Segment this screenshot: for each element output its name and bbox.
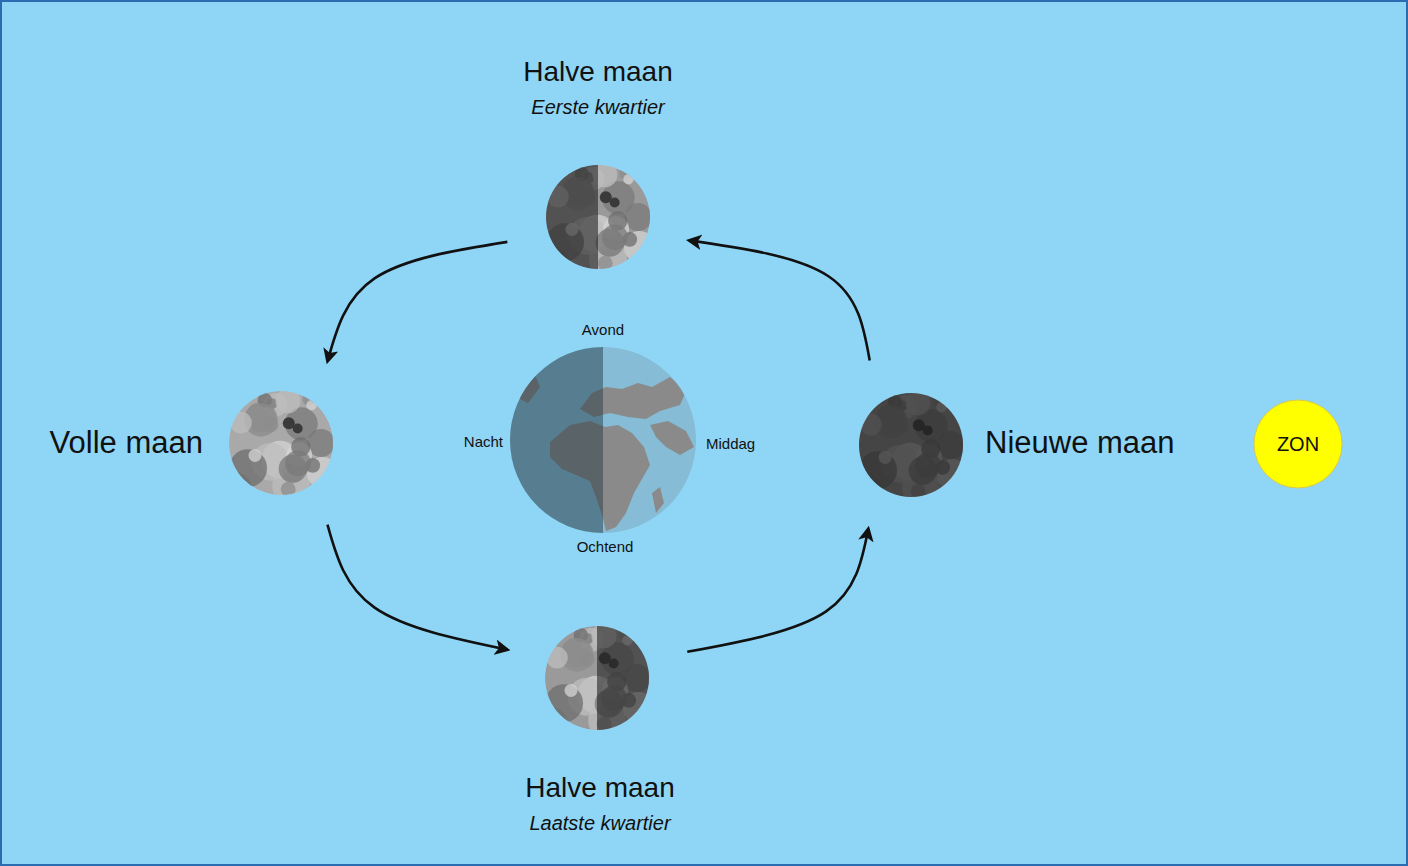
moon-crater xyxy=(610,197,620,207)
orbit-arrow xyxy=(327,525,507,650)
moon-surface xyxy=(546,165,650,269)
moon-patch xyxy=(285,450,311,476)
moon-patch xyxy=(263,417,278,432)
phase-label: Nieuwe maan xyxy=(985,425,1175,461)
moon-shape xyxy=(859,393,963,497)
night-side xyxy=(510,347,603,533)
moon-patch xyxy=(545,684,583,722)
moon-first-quarter: Halve maanEerste kwartier xyxy=(546,165,650,269)
sun: ZON xyxy=(1253,399,1343,489)
sub-label: Laatste kwartier xyxy=(529,812,670,835)
earth: AvondNachtMiddagOchtend xyxy=(510,347,696,533)
moon-surface xyxy=(545,626,649,730)
moon-patch xyxy=(229,449,267,487)
moon-shape xyxy=(546,165,650,269)
moon-shape xyxy=(229,391,333,495)
moon-crater xyxy=(293,423,303,433)
moon-patch xyxy=(546,647,568,669)
sub-label: Ochtend xyxy=(577,538,634,555)
sub-label: Middag xyxy=(706,435,755,452)
continent xyxy=(652,487,664,513)
moon-patch xyxy=(275,391,300,413)
moon-patch xyxy=(306,400,316,410)
moon-patch xyxy=(623,174,633,184)
moon-shadow xyxy=(597,626,649,730)
phase-label: Halve maan xyxy=(523,56,672,88)
moon-surface xyxy=(229,391,333,495)
moon-full: Volle maan xyxy=(229,391,333,495)
continent xyxy=(650,421,694,455)
orbit-arrow xyxy=(687,529,868,652)
ocean xyxy=(510,347,696,533)
earth-globe xyxy=(510,347,696,533)
moon-disc xyxy=(859,393,963,497)
sub-label: Eerste kwartier xyxy=(531,96,664,119)
phase-label: Halve maan xyxy=(525,772,674,804)
sub-label: Nacht xyxy=(464,433,503,450)
moon-shadow xyxy=(859,393,963,497)
phase-label: Avond xyxy=(582,321,624,338)
phase-label: ZON xyxy=(1277,433,1319,456)
moon-shape xyxy=(545,626,649,730)
moon-patch xyxy=(602,224,628,250)
phase-label: Volle maan xyxy=(50,425,203,461)
moon-patch xyxy=(249,449,262,462)
moon-last-quarter: Halve maanLaatste kwartier xyxy=(545,626,649,730)
moon-patch xyxy=(281,482,296,495)
moon-patch xyxy=(598,256,613,269)
orbit-arrow xyxy=(689,240,870,360)
orbit-arrow xyxy=(328,242,508,361)
moon-disc xyxy=(545,626,649,730)
moon-patch xyxy=(565,684,578,697)
moon-patch xyxy=(579,652,594,667)
moon-new: Nieuwe maan xyxy=(859,393,963,497)
moon-surface xyxy=(859,393,963,497)
earth-shape xyxy=(510,347,696,533)
moon-patch xyxy=(230,412,252,434)
sun-disc xyxy=(1254,400,1342,488)
moon-shadow xyxy=(546,165,598,269)
